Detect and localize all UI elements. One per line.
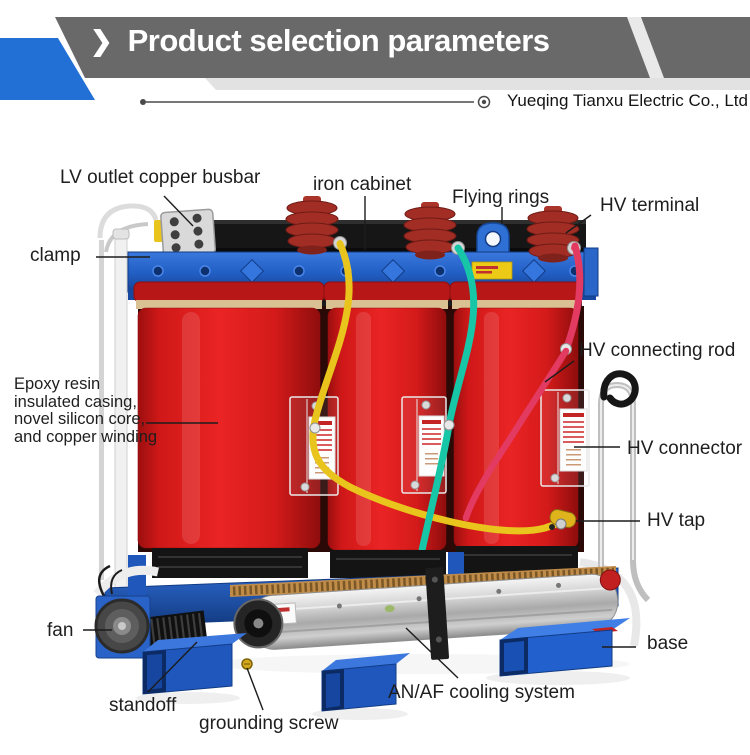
- side-fan: [93, 564, 159, 659]
- header-gray-band: [205, 78, 750, 90]
- label-hv-connector: HV connector: [627, 438, 743, 459]
- base-channel-center: [321, 653, 410, 712]
- lv-wire-yellow: [309, 240, 570, 535]
- label-iron-cabinet: iron cabinet: [313, 174, 412, 195]
- label-an-af-cooling-system: AN/AF cooling system: [388, 682, 575, 703]
- label-lv-outlet-copper-busbar: LV outlet copper busbar: [60, 167, 261, 188]
- chrome-loop: [579, 370, 651, 647]
- label-hv-connecting-rod: HV connecting rod: [579, 340, 736, 361]
- company-name: Yueqing Tianxu Electric Co., Ltd: [507, 91, 748, 110]
- hv-bushing-1: [285, 196, 347, 255]
- base-channel-left: [142, 633, 247, 695]
- hv-tap-fitting: [549, 509, 577, 530]
- label-clamp: clamp: [30, 245, 81, 266]
- leader-hv-terminal: [565, 214, 592, 234]
- chevron-icon: ❯: [90, 26, 113, 56]
- company-divider: [140, 95, 491, 109]
- base-channel-right: [499, 618, 630, 677]
- grounding-screw-part: [241, 658, 253, 670]
- hv-bushing-2: [403, 202, 465, 260]
- leader-hv-connecting-rod: [544, 360, 575, 383]
- hv-bushing-3: [526, 206, 581, 263]
- label-hv-tap: HV tap: [647, 510, 706, 531]
- label-epoxy-resin: Epoxy resin insulated casing, novel sili…: [14, 375, 158, 446]
- leader-grounding: [246, 667, 264, 711]
- coil-1: [133, 281, 325, 549]
- black-hook: [600, 370, 639, 408]
- label-standoff: standoff: [109, 695, 177, 716]
- leader-standoff: [147, 641, 198, 693]
- label-base: base: [647, 633, 689, 654]
- header-content: ❯ Product selection parameters: [90, 25, 550, 56]
- lv-busbar-plate: [160, 208, 217, 258]
- label-grounding-screw: grounding screw: [199, 713, 339, 734]
- leader-lv-busbar: [163, 195, 194, 227]
- leader-cooling: [405, 627, 459, 679]
- hv-connecting-rod-part: [462, 242, 584, 522]
- hv-connector-box: [540, 389, 590, 487]
- page-title: Product selection parameters: [127, 23, 550, 58]
- cooler-center-bracket: [425, 567, 450, 660]
- label-fan: fan: [47, 620, 74, 641]
- label-flying-rings: Flying rings: [452, 187, 550, 208]
- label-hv-terminal: HV terminal: [600, 195, 700, 216]
- leader-lines: [83, 195, 640, 711]
- flying-ring: [476, 222, 510, 255]
